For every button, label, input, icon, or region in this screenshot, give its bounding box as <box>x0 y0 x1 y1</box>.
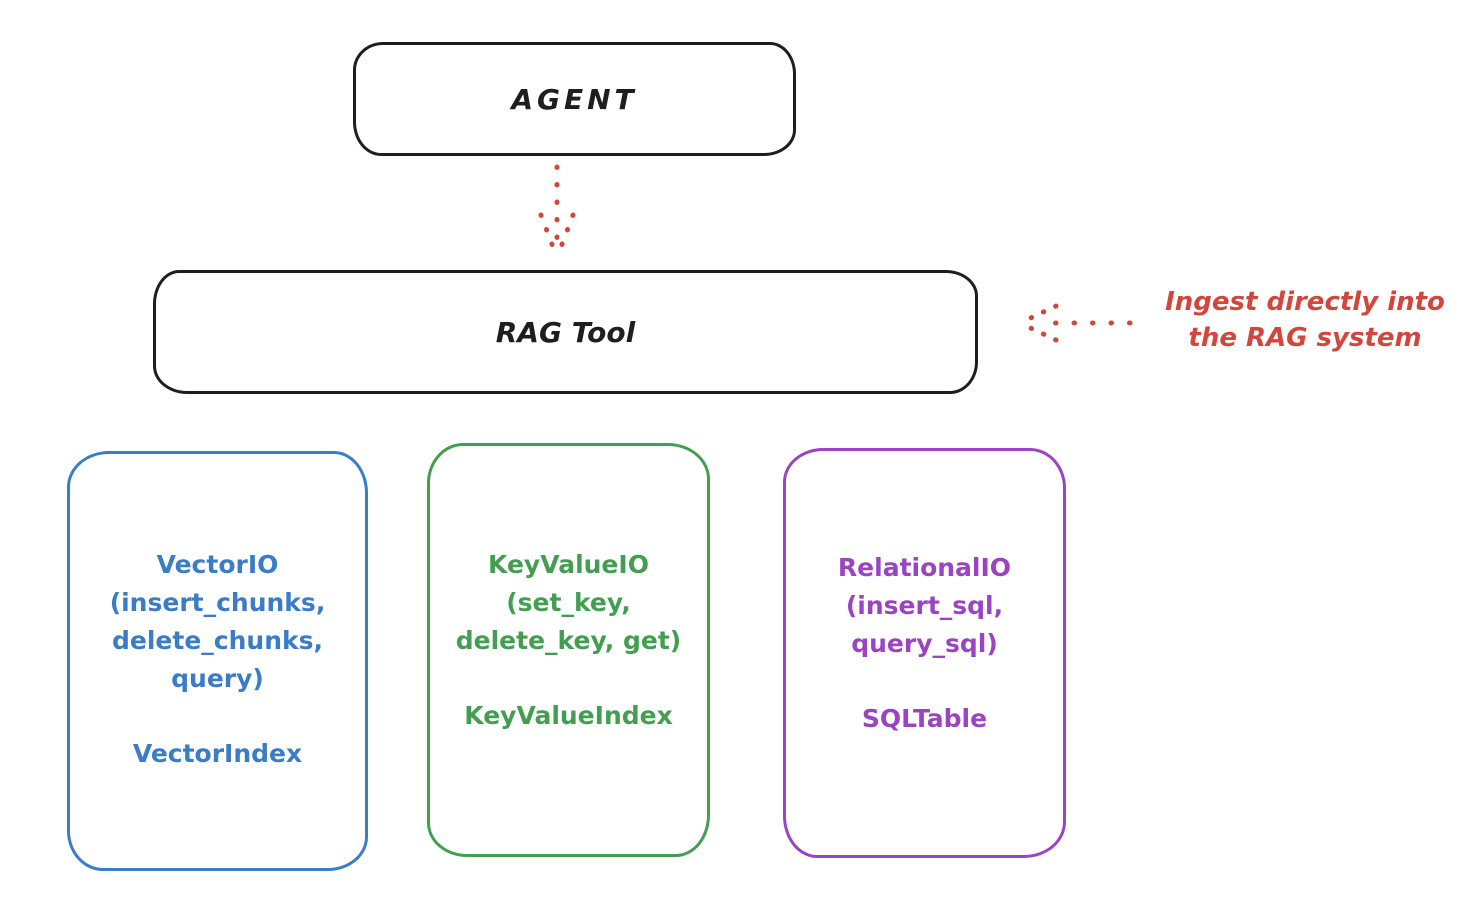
keyvalue-io-box: KeyValueIO (set_key, delete_key, get) Ke… <box>427 443 710 857</box>
vector-index-label: VectorIndex <box>132 739 303 768</box>
vector-io-methods-line2: delete_chunks, <box>112 626 323 655</box>
keyvalue-io-methods-line2: delete_key, get) <box>455 626 682 655</box>
relational-io-methods-line2: query_sql) <box>851 629 998 658</box>
keyvalue-index-label: KeyValueIndex <box>464 701 673 730</box>
keyvalue-io-title: KeyValueIO <box>488 550 649 579</box>
sql-table-label: SQLTable <box>861 704 988 733</box>
relational-io-title: RelationalIO <box>837 553 1012 582</box>
vector-io-methods-line3: query) <box>171 664 264 693</box>
relational-io-box: RelationalIO (insert_sql, query_sql) SQL… <box>783 448 1066 858</box>
ingest-annotation-line1: Ingest directly into <box>1165 287 1445 317</box>
agent-label: AGENT <box>511 82 638 116</box>
ingest-annotation-line2: the RAG system <box>1188 323 1422 353</box>
keyvalue-io-methods-line1: (set_key, <box>506 588 631 617</box>
vector-io-box: VectorIO (insert_chunks, delete_chunks, … <box>67 451 368 871</box>
vector-io-title: VectorIO <box>156 550 279 579</box>
rag-tool-box: RAG Tool <box>153 270 978 394</box>
rag-tool-label: RAG Tool <box>495 315 636 349</box>
ingest-annotation-arrow-icon <box>1019 303 1133 343</box>
ingest-annotation-text: Ingest directly into the RAG system <box>1135 284 1475 356</box>
agent-box: AGENT <box>353 42 796 156</box>
relational-io-methods-line1: (insert_sql, <box>845 591 1004 620</box>
agent-to-ragtool-arrow-icon <box>538 164 576 258</box>
vector-io-methods-line1: (insert_chunks, <box>109 588 326 617</box>
